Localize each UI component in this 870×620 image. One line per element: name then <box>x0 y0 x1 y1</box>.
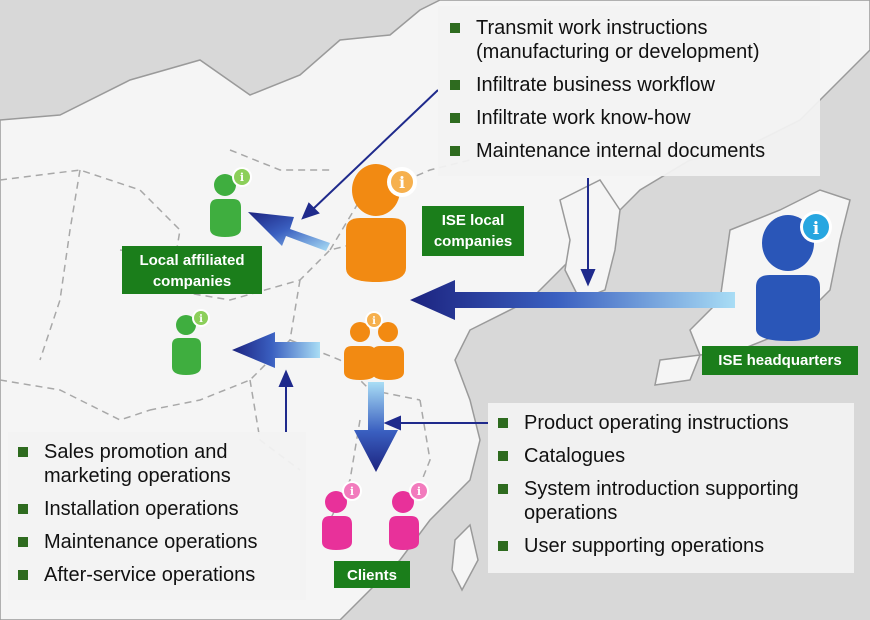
island-small <box>654 354 702 386</box>
arrow-local-to-affiliated <box>248 212 330 251</box>
island-taiwan <box>451 523 479 592</box>
svg-text:i: i <box>350 485 354 498</box>
svg-text:i: i <box>417 485 421 498</box>
right-panel-item: Product operating instructions <box>494 411 848 435</box>
info-icon <box>344 483 360 499</box>
top-panel-item: Transmit work instructions (manufacturin… <box>446 16 812 64</box>
bullet-icon <box>18 570 28 580</box>
label-clients: Clients <box>334 561 410 588</box>
bullet-icon <box>18 504 28 514</box>
bullet-icon <box>498 418 508 428</box>
connector-lines <box>278 89 596 432</box>
right-panel-item: User supporting operations <box>494 534 848 558</box>
right-info-panel: Product operating instructions Catalogue… <box>488 403 854 573</box>
bullet-icon <box>450 23 460 33</box>
svg-text:i: i <box>813 219 820 239</box>
arrow-local-to-clients <box>354 382 398 472</box>
person-icon: i <box>389 481 429 550</box>
top-panel-item: Infiltrate business workflow <box>446 73 812 97</box>
svg-text:i: i <box>372 316 376 327</box>
info-icon <box>194 311 208 325</box>
info-icon <box>234 169 250 185</box>
bullet-icon <box>450 80 460 90</box>
info-icon <box>389 169 415 195</box>
bullet-icon <box>18 447 28 457</box>
right-panel-item: Catalogues <box>494 444 848 468</box>
top-panel-item: Infiltrate work know-how <box>446 106 812 130</box>
left-panel-item: After-service operations <box>14 563 300 587</box>
bullet-icon <box>498 541 508 551</box>
info-icon <box>411 483 427 499</box>
person-icon: i <box>756 211 832 341</box>
arrow-to-affiliated-lower <box>232 332 320 368</box>
left-info-panel: Sales promotion and marketing operations… <box>8 432 306 600</box>
top-panel-item: Maintenance internal documents <box>446 139 812 163</box>
info-icon <box>803 214 829 240</box>
bullet-icon <box>498 451 508 461</box>
bullet-icon <box>450 113 460 123</box>
label-local-affiliated: Local affiliated companies <box>122 246 262 294</box>
person-icon: i <box>346 164 417 282</box>
arrow-hq-to-local <box>410 280 735 320</box>
top-info-panel: Transmit work instructions (manufacturin… <box>438 6 820 176</box>
left-panel-item: Installation operations <box>14 497 300 521</box>
bullet-icon <box>18 537 28 547</box>
left-panel-item: Sales promotion and marketing operations <box>14 440 300 488</box>
peninsula <box>559 179 621 301</box>
label-ise-headquarters: ISE headquarters <box>702 346 858 375</box>
person-icon: i <box>322 481 362 550</box>
person-group-icon: i <box>344 311 404 380</box>
svg-text:i: i <box>199 314 203 325</box>
svg-text:i: i <box>399 173 405 192</box>
bullet-icon <box>450 146 460 156</box>
svg-text:i: i <box>240 171 244 184</box>
person-icon: i <box>172 309 210 375</box>
label-ise-local: ISE local companies <box>422 206 524 256</box>
left-panel-item: Maintenance operations <box>14 530 300 554</box>
person-icon: i <box>210 167 252 237</box>
right-panel-item: System introduction supporting operation… <box>494 477 848 525</box>
bullet-icon <box>498 484 508 494</box>
info-icon <box>367 313 381 327</box>
